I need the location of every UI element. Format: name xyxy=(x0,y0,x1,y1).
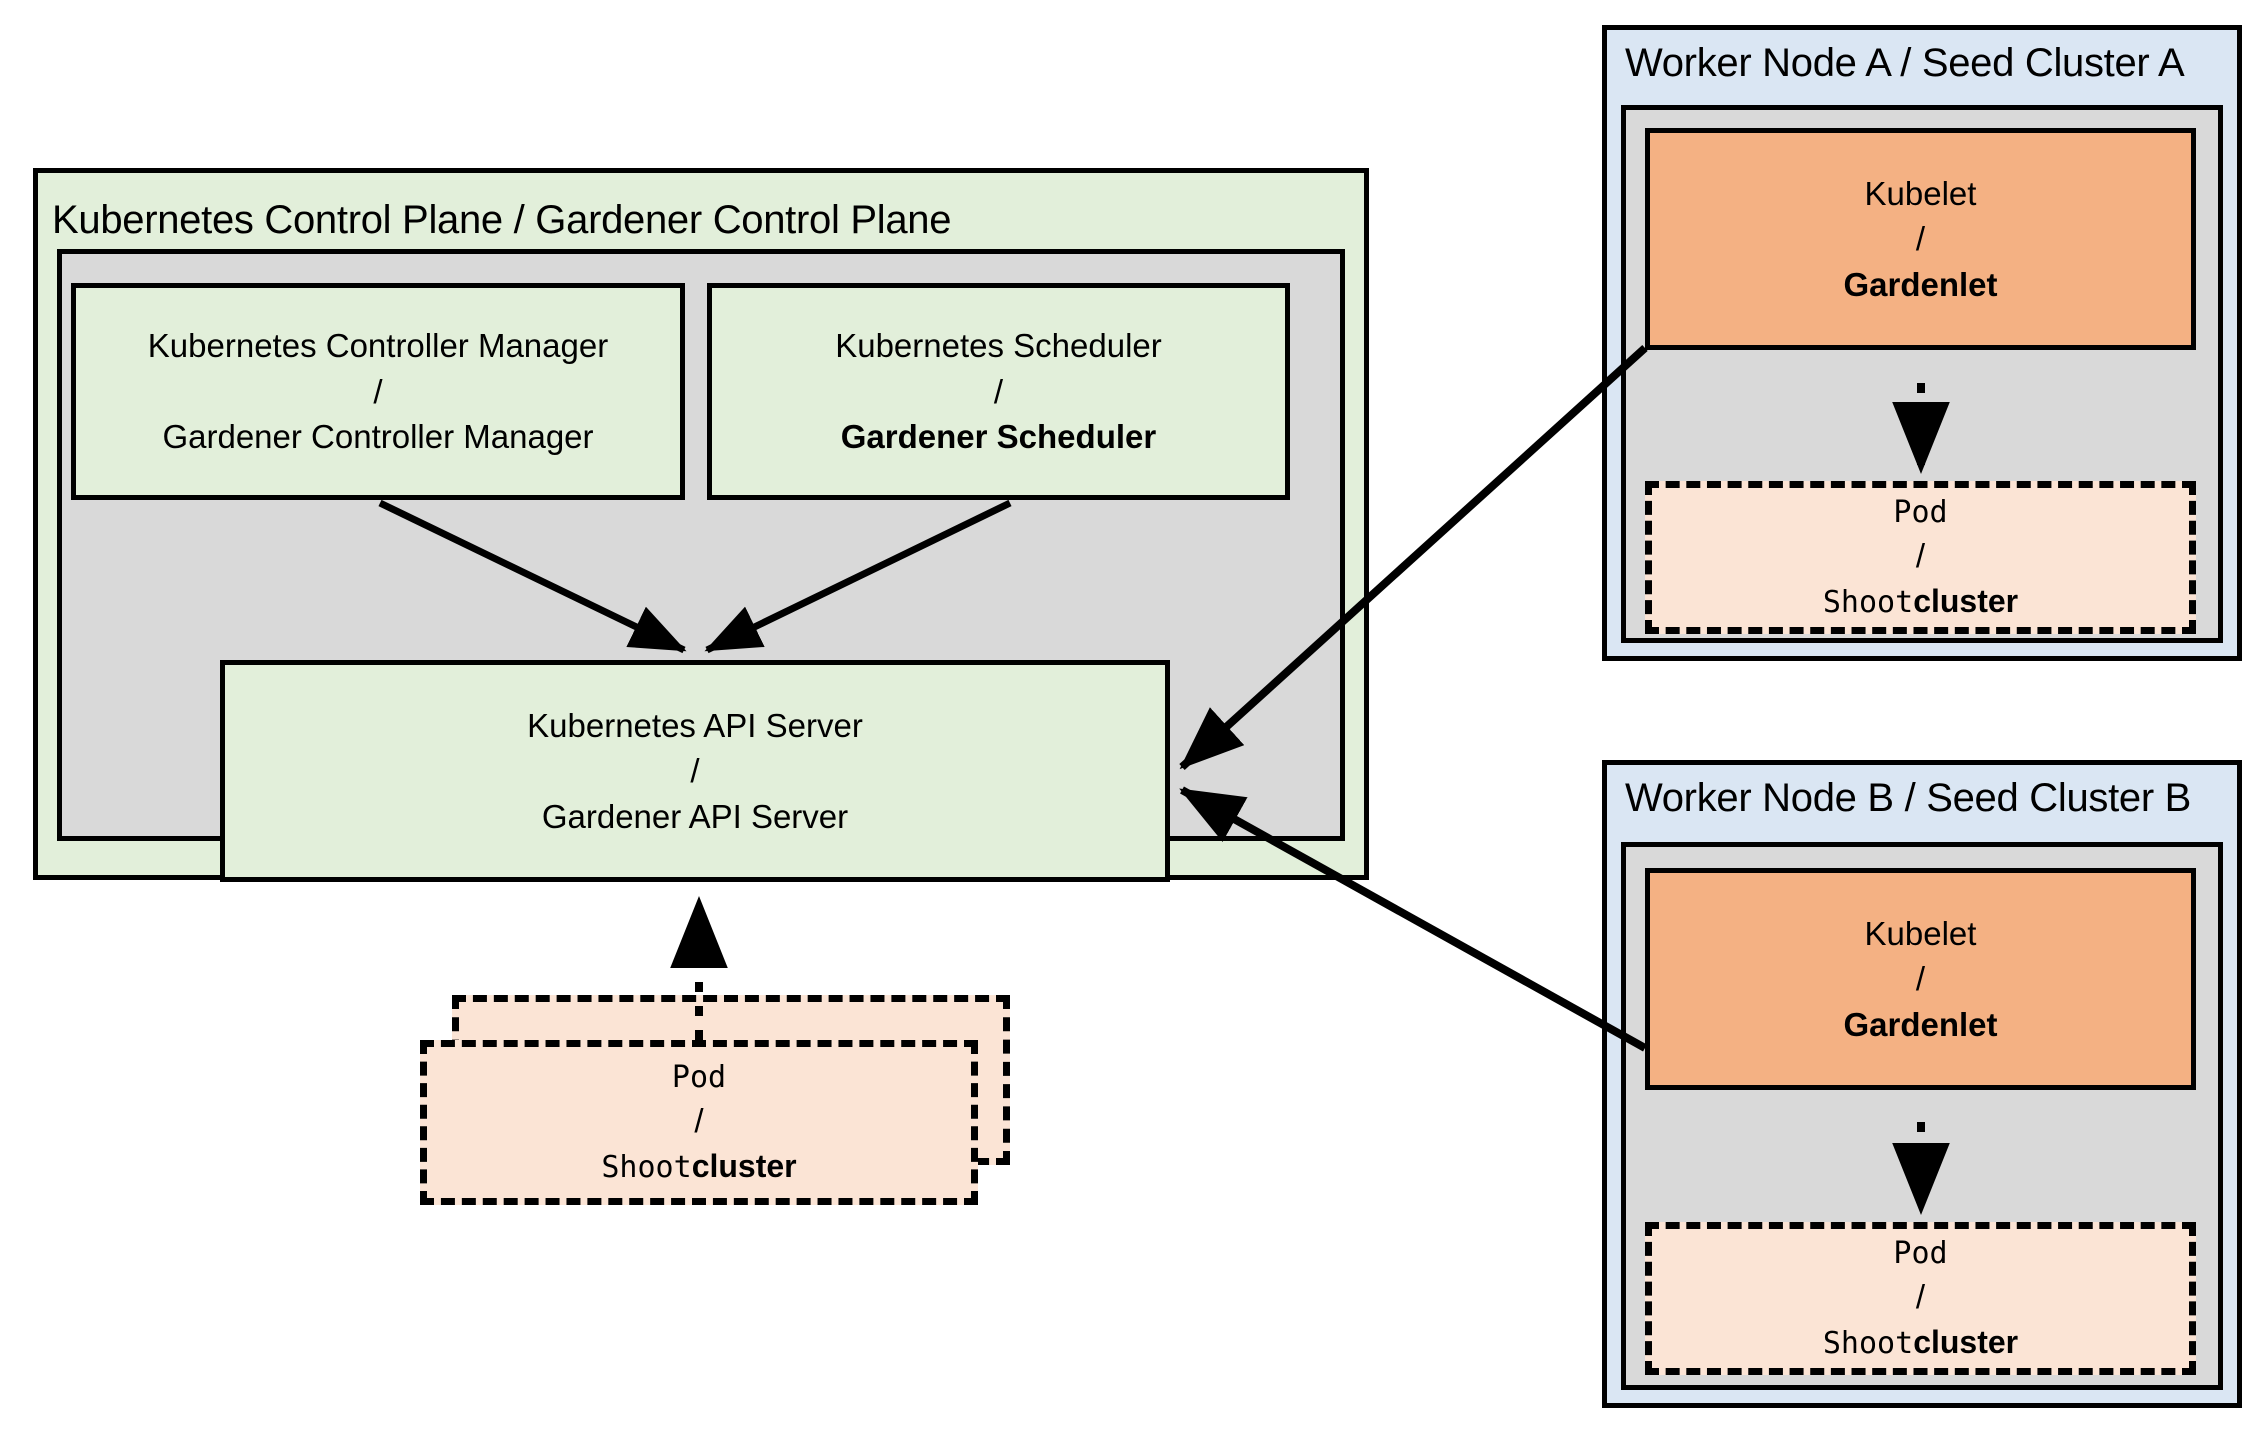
control-plane-pod-shoot-word: Shoot xyxy=(601,1149,692,1185)
worker-node-b-panel-title: Worker Node B / Seed Cluster B xyxy=(1625,776,2192,820)
worker-node-b-pod-box[interactable]: Pod / Shootcluster xyxy=(1645,1222,2196,1375)
worker-b-pod-line1: Pod xyxy=(1893,1235,1948,1271)
kubernetes-api-server-box[interactable]: Kubernetes API Server / Gardener API Ser… xyxy=(220,660,1170,882)
worker-a-pod-line2: Shootcluster xyxy=(1823,579,2018,623)
scheduler-separator: / xyxy=(993,372,1004,410)
control-plane-pod-cluster-word: cluster xyxy=(691,1147,797,1184)
worker-node-a-pod-box[interactable]: Pod / Shootcluster xyxy=(1645,481,2196,634)
control-plane-pod-box[interactable]: Pod / Shootcluster xyxy=(420,1040,978,1205)
worker-a-pod-cluster-word: cluster xyxy=(1913,582,2019,619)
worker-node-a-kubelet-box[interactable]: Kubelet / Gardenlet xyxy=(1645,128,2196,350)
worker-node-b-kubelet-box[interactable]: Kubelet / Gardenlet xyxy=(1645,868,2196,1090)
scheduler-line2: Gardener Scheduler xyxy=(840,418,1157,456)
worker-b-pod-line2: Shootcluster xyxy=(1823,1320,2018,1364)
control-plane-pod-separator: / xyxy=(694,1102,704,1140)
scheduler-line1: Kubernetes Scheduler xyxy=(835,327,1162,365)
worker-a-pod-separator: / xyxy=(1915,537,1926,575)
controller-manager-line1: Kubernetes Controller Manager xyxy=(147,327,609,365)
worker-b-pod-cluster-word: cluster xyxy=(1913,1323,2019,1360)
api-server-line2: Gardener API Server xyxy=(541,797,849,835)
worker-b-kubelet-separator: / xyxy=(1915,960,1926,998)
worker-b-kubelet-line1: Kubelet xyxy=(1864,914,1977,952)
worker-a-kubelet-line2: Gardenlet xyxy=(1843,265,1998,303)
worker-b-pod-shoot-word: Shoot xyxy=(1822,1325,1914,1361)
api-server-line1: Kubernetes API Server xyxy=(527,706,863,744)
control-plane-panel-title: Kubernetes Control Plane / Gardener Cont… xyxy=(52,198,952,242)
worker-a-pod-shoot-word: Shoot xyxy=(1822,584,1914,620)
worker-node-a-panel-title: Worker Node A / Seed Cluster A xyxy=(1625,41,2185,85)
api-server-separator: / xyxy=(690,752,700,790)
worker-a-kubelet-separator: / xyxy=(1915,220,1926,258)
worker-a-kubelet-line1: Kubelet xyxy=(1864,174,1977,212)
control-plane-pod-line1: Pod xyxy=(671,1059,727,1095)
controller-manager-line2: Gardener Controller Manager xyxy=(162,418,594,456)
kubernetes-scheduler-box[interactable]: Kubernetes Scheduler / Gardener Schedule… xyxy=(707,283,1290,500)
controller-manager-separator: / xyxy=(373,372,383,410)
worker-b-kubelet-line2: Gardenlet xyxy=(1843,1005,1998,1043)
control-plane-pod-line2: Shootcluster xyxy=(601,1144,796,1188)
worker-a-pod-line1: Pod xyxy=(1893,494,1948,530)
worker-b-pod-separator: / xyxy=(1915,1278,1926,1316)
kubernetes-controller-manager-box[interactable]: Kubernetes Controller Manager / Gardener… xyxy=(71,283,685,500)
